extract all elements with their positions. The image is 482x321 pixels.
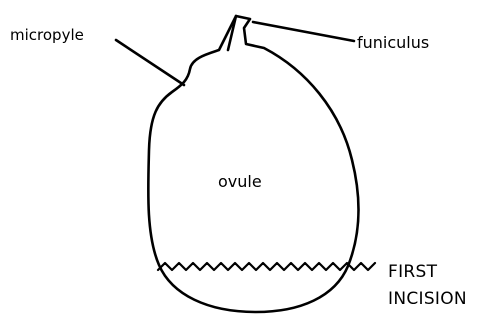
funiculus-label: funiculus: [357, 33, 430, 52]
ovule-outline: [146, 14, 360, 314]
micropyle-leader-line: [114, 38, 186, 87]
funiculus-stalk: [226, 14, 238, 52]
ovule-label: ovule: [218, 172, 262, 191]
first-incision-label-line1: FIRST: [388, 262, 438, 282]
micropyle-label: micropyle: [10, 26, 84, 44]
first-incision-label-line2: INCISION: [388, 289, 467, 309]
funiculus-leader-line: [251, 20, 356, 43]
incision-zigzag-line: [156, 261, 377, 272]
